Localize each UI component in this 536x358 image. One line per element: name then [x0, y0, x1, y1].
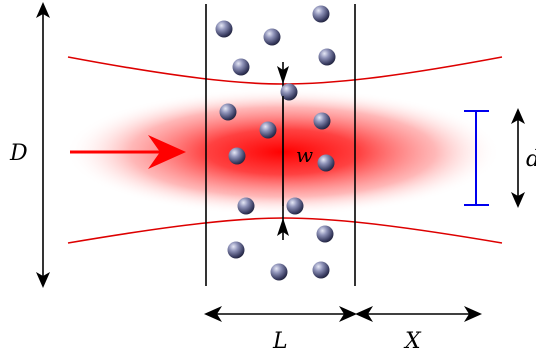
dimension-X-arrow — [355, 306, 482, 322]
dimension-d-small-arrow — [511, 108, 525, 208]
particle-sphere — [313, 262, 330, 279]
particle-sphere — [264, 29, 281, 46]
particle-sphere — [220, 104, 237, 121]
particle-sphere — [216, 21, 233, 38]
particle-sphere — [314, 113, 331, 130]
particle-sphere — [233, 59, 250, 76]
particle-sphere — [228, 242, 245, 259]
particle-sphere — [260, 122, 277, 139]
label-L: L — [272, 329, 288, 354]
dimension-d-large-arrow — [36, 2, 50, 288]
label-d: d — [526, 147, 536, 172]
label-w: w — [296, 143, 313, 167]
particle-sphere — [319, 49, 336, 66]
label-X: X — [403, 329, 422, 354]
label-D: D — [9, 141, 28, 166]
particle-sphere — [287, 198, 304, 215]
particle-sphere — [238, 198, 255, 215]
particle-sphere — [229, 148, 246, 165]
dimension-L-arrow — [204, 306, 357, 322]
particle-sphere — [317, 226, 334, 243]
particle-sphere — [271, 264, 288, 281]
particle-sphere — [318, 155, 335, 172]
particle-sphere — [313, 6, 330, 23]
